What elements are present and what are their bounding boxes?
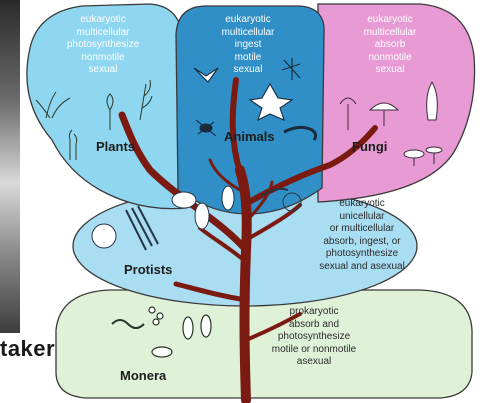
fungi-trait: eukaryotic	[344, 14, 436, 27]
fungi-trait: absorb	[344, 39, 436, 52]
cut-off-caption: taker	[0, 336, 74, 362]
fungi-traits: eukaryotic multicellular absorb nonmotil…	[344, 14, 436, 77]
monera-trait: asexual	[262, 356, 366, 369]
protists-trait: unicellular	[312, 211, 412, 224]
protists-trait: eukaryotic	[312, 198, 412, 211]
animals-trait: sexual	[198, 64, 298, 77]
fungi-trait: multicellular	[344, 27, 436, 40]
protists-trait: or multicellular	[312, 223, 412, 236]
plants-traits: eukaryotic multicellular photosynthesize…	[54, 14, 152, 77]
plants-trait: eukaryotic	[54, 14, 152, 27]
protists-traits: eukaryotic unicellular or multicellular …	[312, 198, 412, 274]
monera-trait: motile or nonmotile	[262, 344, 366, 357]
monera-trait: absorb and	[262, 319, 366, 332]
protists-trait: absorb, ingest, or	[312, 236, 412, 249]
plants-trait: multicellular	[54, 27, 152, 40]
animals-traits: eukaryotic multicellular ingest motile s…	[198, 14, 298, 77]
monera-trait: prokaryotic	[262, 306, 366, 319]
fungi-trait: nonmotile	[344, 52, 436, 65]
animals-trait: ingest	[198, 39, 298, 52]
fungi-name: Fungi	[352, 139, 387, 154]
animals-trait: motile	[198, 52, 298, 65]
animals-name: Animals	[224, 129, 275, 144]
monera-trait: photosynthesize	[262, 331, 366, 344]
animals-trait: eukaryotic	[198, 14, 298, 27]
plants-name: Plants	[96, 139, 135, 154]
plants-trait: sexual	[54, 64, 152, 77]
monera-traits: prokaryotic absorb and photosynthesize m…	[262, 306, 366, 369]
monera-name: Monera	[120, 368, 166, 383]
fungi-trait: sexual	[344, 64, 436, 77]
plants-trait: nonmotile	[54, 52, 152, 65]
protists-name: Protists	[124, 262, 172, 277]
protists-trait: photosynthesize	[312, 248, 412, 261]
animals-trait: multicellular	[198, 27, 298, 40]
plants-trait: photosynthesize	[54, 39, 152, 52]
protists-trait: sexual and asexual	[312, 261, 412, 274]
